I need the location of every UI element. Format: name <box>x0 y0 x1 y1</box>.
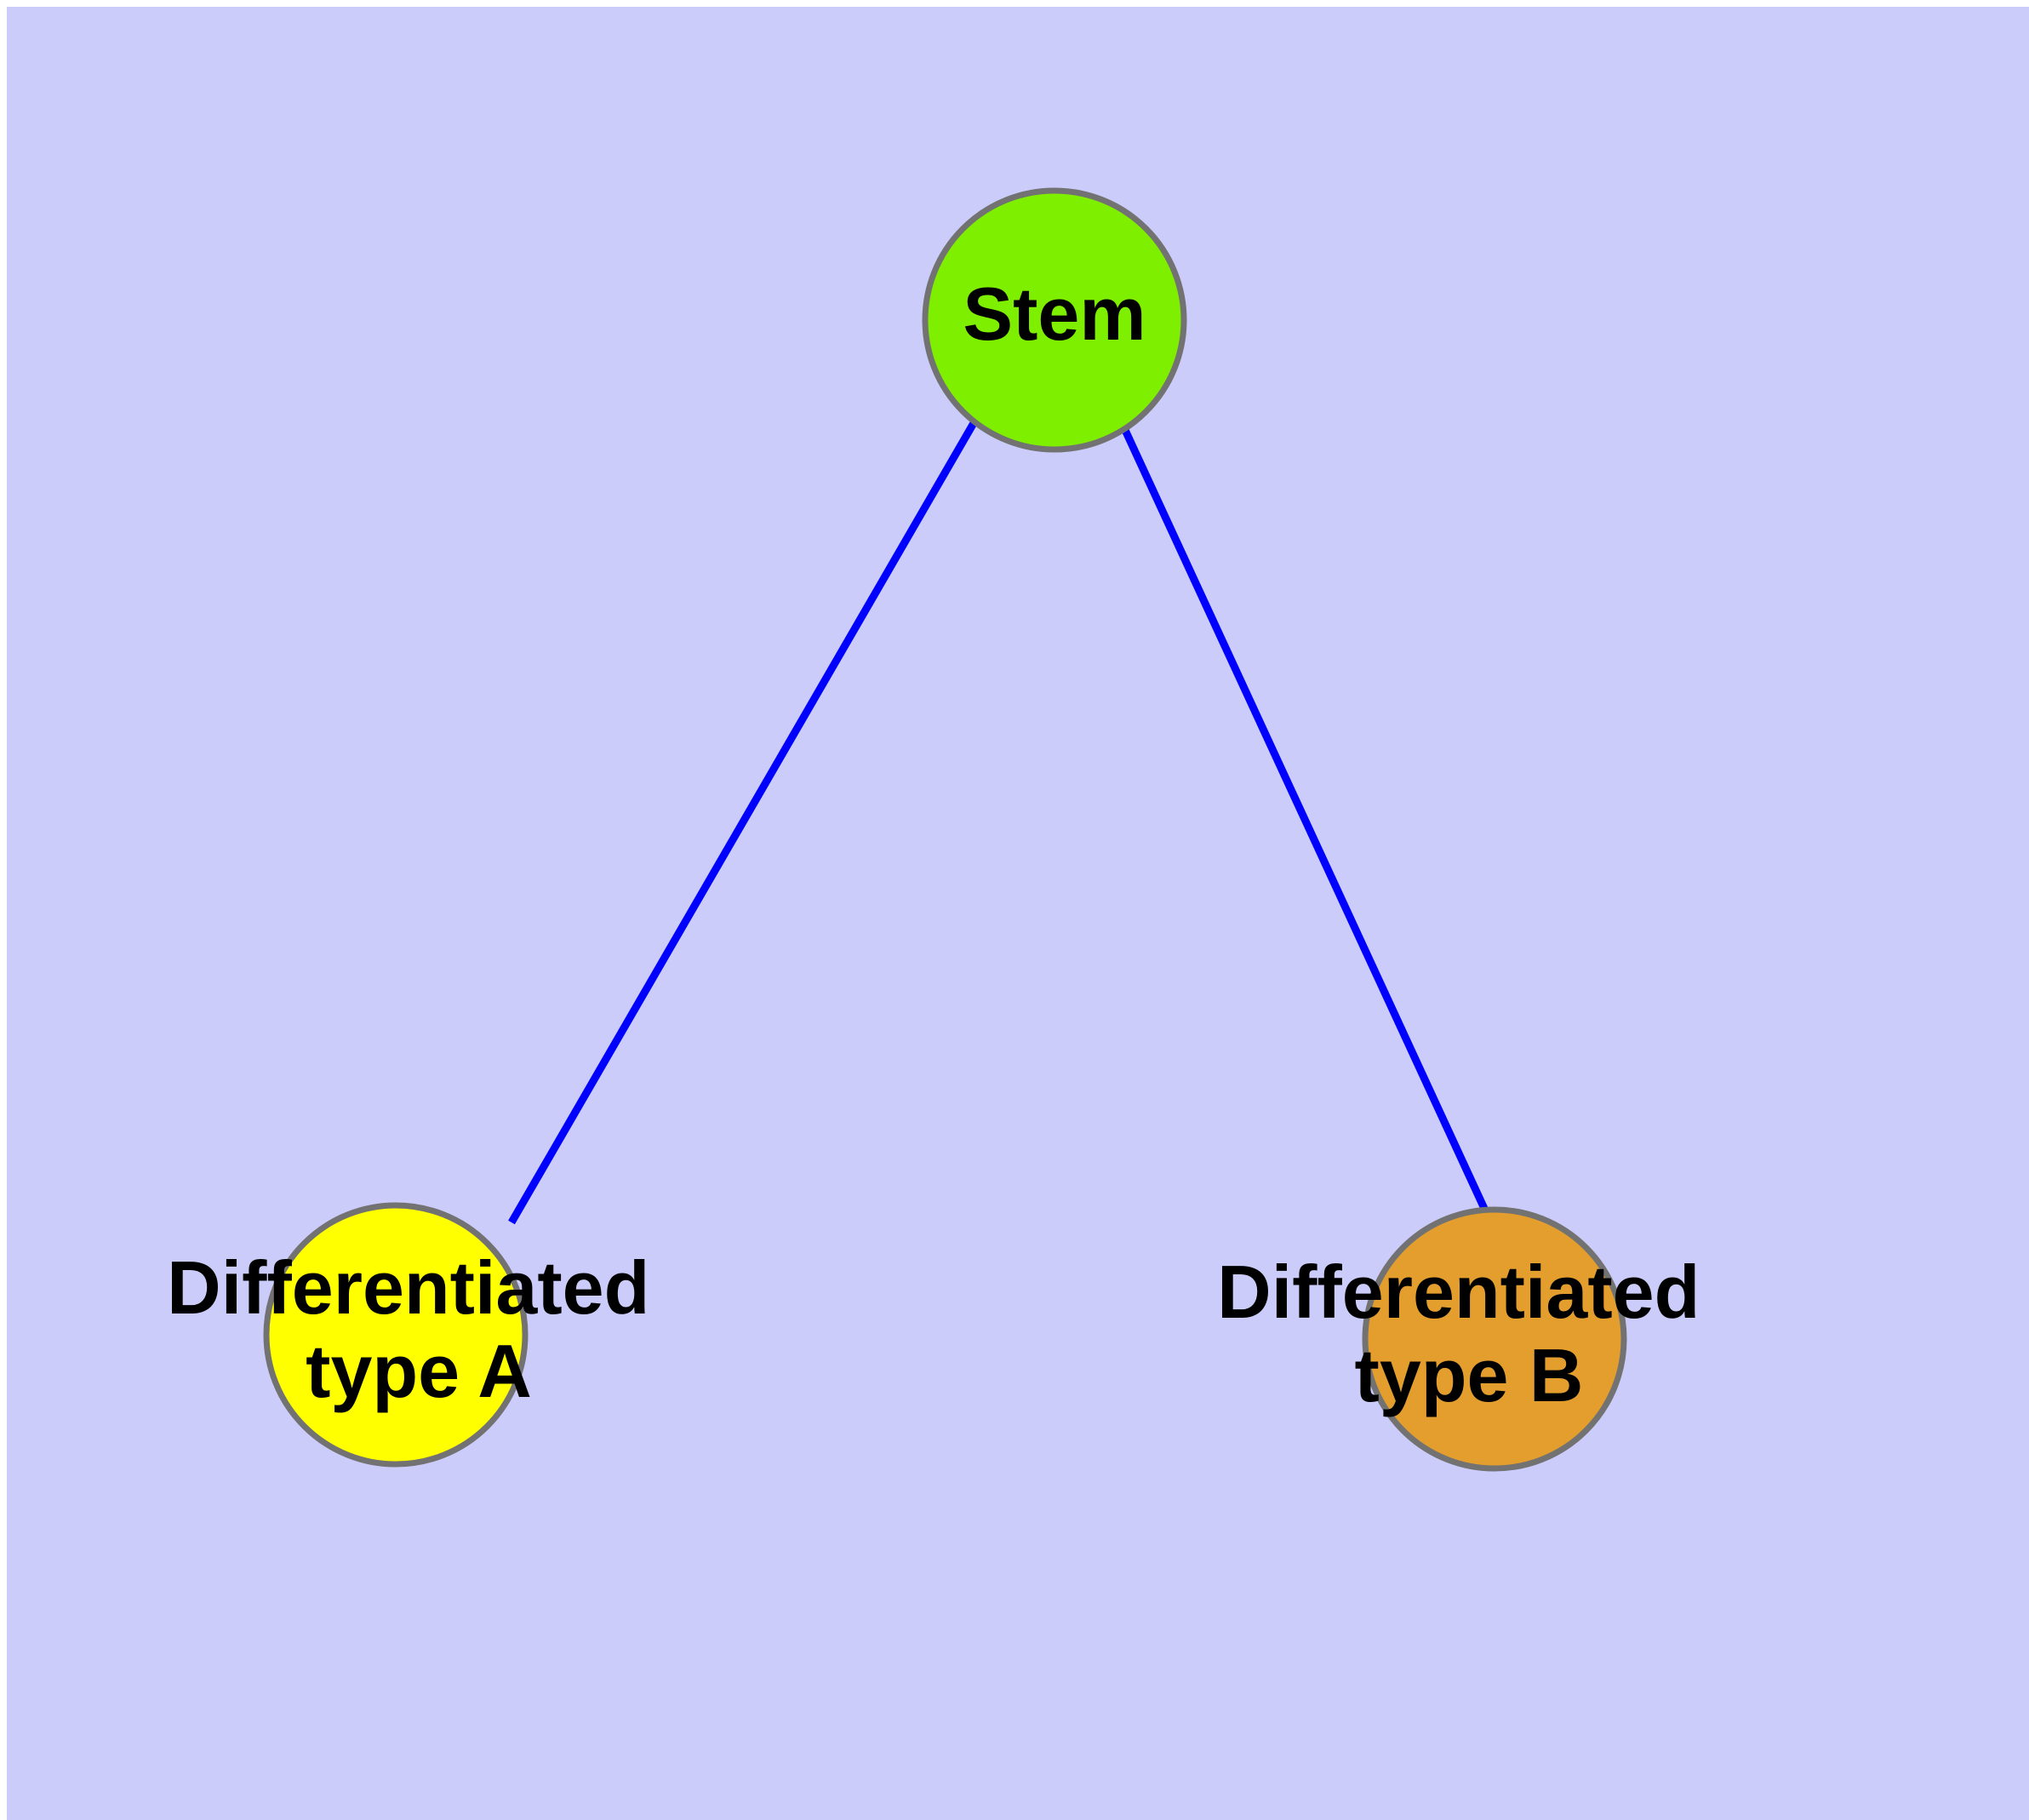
node-label-differentiated-type-a-line-2: type A <box>306 1329 532 1413</box>
node-label-differentiated-type-a-line-1: Differentiated <box>167 1245 649 1330</box>
label-group: Stem Differentiated type A Differentiate… <box>167 272 1721 1417</box>
node-group <box>263 187 1627 1472</box>
node-label-stem-line-1: Stem <box>963 272 1146 356</box>
node-label-differentiated-type-a: Differentiated type A <box>167 1245 671 1413</box>
edge-group <box>508 415 1495 1225</box>
node-label-differentiated-type-b-line-1: Differentiated <box>1217 1250 1700 1334</box>
edge-stem-to-differentiated-type-b[interactable] <box>1115 415 1495 1225</box>
node-label-stem: Stem <box>963 272 1146 356</box>
node-label-differentiated-type-b: Differentiated type B <box>1217 1250 1721 1417</box>
node-stem[interactable] <box>922 187 1187 453</box>
edge-stem-to-differentiated-type-a[interactable] <box>508 421 977 1225</box>
node-differentiated-type-a[interactable] <box>263 1202 529 1468</box>
node-label-differentiated-type-b-line-2: type B <box>1355 1333 1584 1417</box>
node-differentiated-type-b[interactable] <box>1362 1206 1627 1472</box>
